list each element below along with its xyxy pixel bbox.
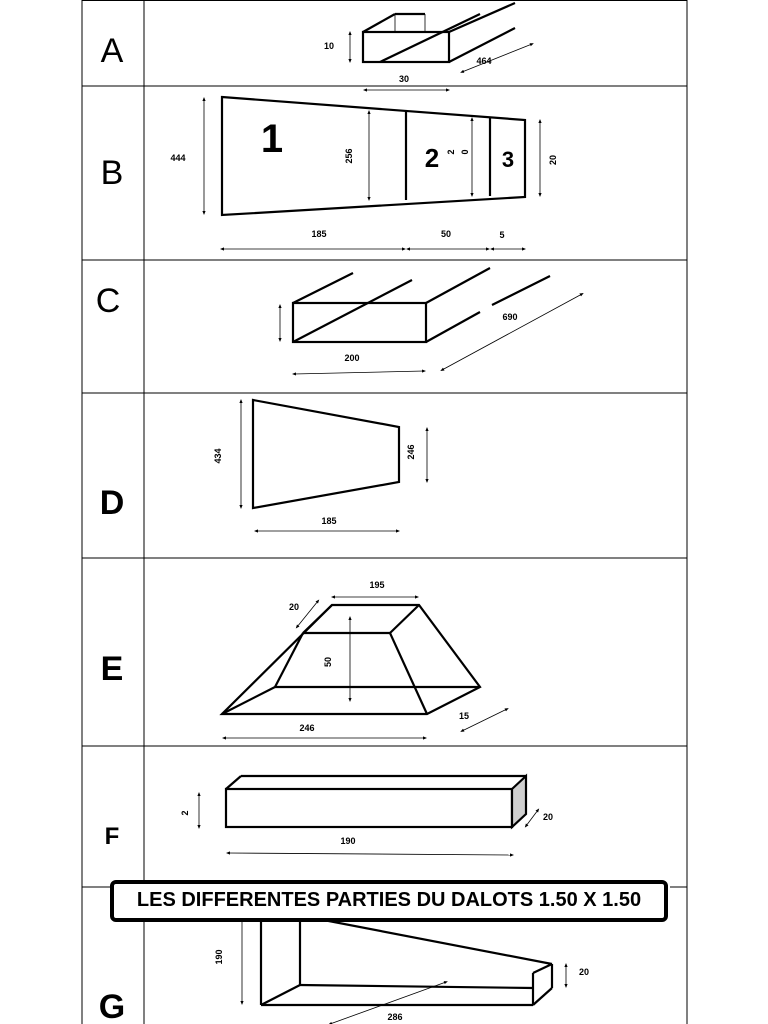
part-e-drawing <box>219 595 509 740</box>
dim-a-height: 10 <box>324 41 334 51</box>
dim-d-height-right: 246 <box>406 444 416 459</box>
row-label-e: E <box>101 650 124 688</box>
row-label-a: A <box>101 32 124 70</box>
part-b-label-1: 1 <box>261 117 283 161</box>
part-d-drawing <box>239 398 429 533</box>
dim-e-bottom: 246 <box>299 723 314 733</box>
row-label-b: B <box>101 154 124 192</box>
dim-e-height: 50 <box>323 657 333 667</box>
dim-a-width: 30 <box>399 74 409 84</box>
diagram-title: LES DIFFERENTES PARTIES DU DALOTS 1.50 X… <box>136 889 642 911</box>
part-b-drawing <box>202 95 542 251</box>
part-a-drawing <box>348 1 534 92</box>
dim-f-length: 190 <box>340 836 355 846</box>
dim-g-length: 286 <box>387 1012 402 1022</box>
dim-c-width: 200 <box>344 353 359 363</box>
dim-d-height-left: 434 <box>213 448 223 463</box>
row-label-g: G <box>99 988 125 1024</box>
dim-b-height-right: 20 <box>548 155 558 165</box>
part-c-drawing <box>278 267 584 376</box>
title-banner: LES DIFFERENTES PARTIES DU DALOTS 1.50 X… <box>110 880 668 922</box>
row-label-d: D <box>100 484 125 522</box>
dim-b-height-left: 444 <box>170 153 185 163</box>
dim-b-length-2: 50 <box>441 229 451 239</box>
part-b-label-2: 2 <box>425 143 439 173</box>
dim-e-slant: 20 <box>289 602 299 612</box>
dim-g-height: 190 <box>214 949 224 964</box>
part-b-label-3: 3 <box>502 147 514 172</box>
dim-b-length-3: 5 <box>499 230 504 240</box>
dim-g-end: 20 <box>579 967 589 977</box>
part-g-drawing <box>240 906 568 1024</box>
dim-e-depth: 15 <box>459 711 469 721</box>
dim-d-length: 185 <box>321 516 336 526</box>
part-f-drawing <box>197 773 540 857</box>
table-grid <box>81 0 688 1024</box>
row-label-c: C <box>96 282 121 320</box>
dim-f-depth: 20 <box>543 812 553 822</box>
dim-b-height-mid: 256 <box>344 148 354 163</box>
dim-e-top: 195 <box>369 580 384 590</box>
row-label-f: F <box>105 823 120 850</box>
dim-f-height: 2 <box>180 810 190 815</box>
dim-b-length-1: 185 <box>311 229 326 239</box>
dim-b-height-2b: 0 <box>460 149 470 154</box>
dim-a-length: 464 <box>476 56 491 66</box>
dim-c-length: 690 <box>502 312 517 322</box>
dim-b-height-2a: 2 <box>446 149 456 154</box>
